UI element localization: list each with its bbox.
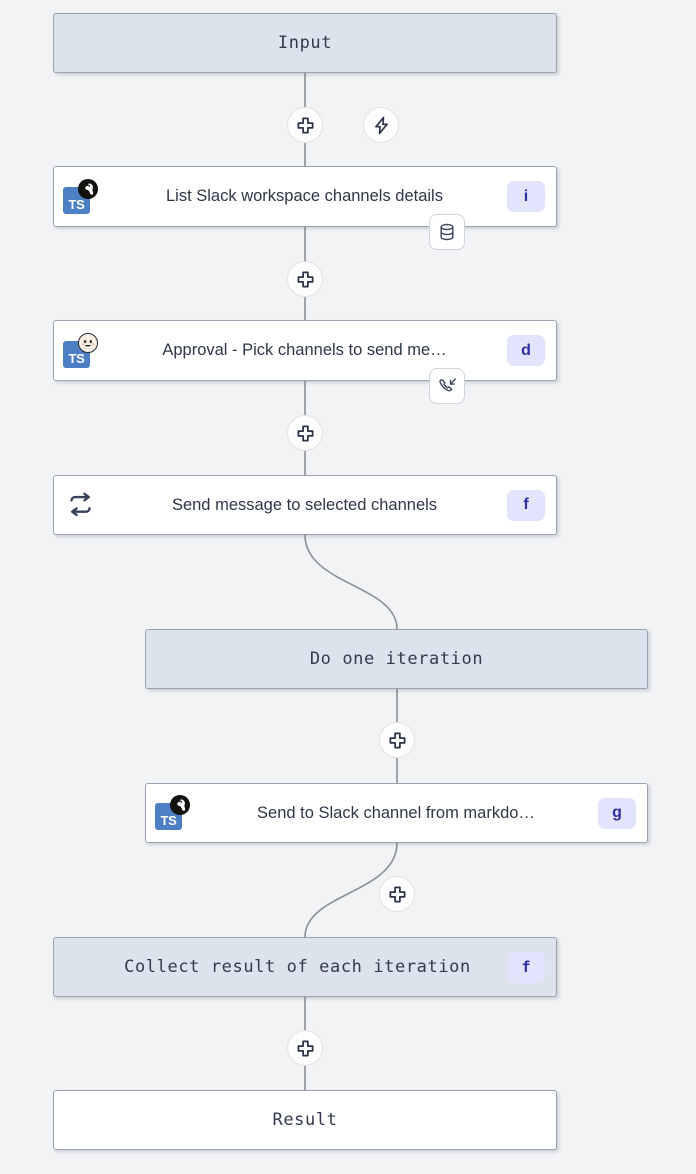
bun-glyph — [79, 334, 97, 351]
node-send-message-lang-badge[interactable]: f — [507, 489, 545, 521]
plus-icon — [297, 117, 313, 133]
node-approval-lang-badge[interactable]: d — [507, 335, 545, 366]
plus-icon — [297, 271, 313, 287]
node-send-to-slack-label: Send to Slack channel from markdo… — [257, 803, 535, 822]
node-send-to-slack-icon-slot: TS — [146, 784, 198, 842]
add-step-button-5[interactable] — [379, 876, 415, 912]
database-badge[interactable] — [429, 214, 465, 250]
add-step-button-3[interactable] — [287, 415, 323, 451]
node-approval[interactable]: TS Approval - Pick channels to send me… — [53, 320, 557, 381]
node-approval-icon-slot: TS — [54, 321, 106, 380]
node-input-label: Input — [277, 33, 333, 53]
node-collect-result-label: Collect result of each iteration — [124, 957, 471, 977]
typescript-bun-icon: TS — [63, 332, 98, 368]
node-list-channels-lang-badge[interactable]: i — [507, 181, 545, 212]
typescript-deno-icon: TS — [155, 795, 190, 830]
incoming-call-icon — [438, 377, 456, 391]
node-collect-result-lang-badge[interactable]: f — [507, 951, 545, 983]
plus-icon — [297, 1040, 313, 1056]
node-do-one-iteration-label: Do one iteration — [309, 649, 484, 669]
typescript-deno-icon: TS — [63, 178, 98, 214]
database-icon — [440, 223, 454, 241]
node-send-to-slack[interactable]: TS Send to Slack channel from markdo… g — [145, 783, 648, 843]
add-step-button-1[interactable] — [287, 107, 323, 143]
node-approval-label: Approval - Pick channels to send me… — [162, 341, 447, 359]
bun-icon — [78, 332, 98, 353]
node-list-channels[interactable]: TS List Slack workspace channels details… — [53, 166, 557, 227]
node-send-to-slack-lang-badge[interactable]: g — [598, 797, 636, 829]
node-send-message-label: Send message to selected channels — [171, 495, 438, 514]
deno-glyph — [170, 795, 190, 815]
plus-icon — [389, 886, 405, 902]
node-list-channels-label: List Slack workspace channels details — [166, 187, 443, 205]
add-step-button-4[interactable] — [379, 722, 415, 758]
plus-icon — [389, 732, 405, 748]
deno-glyph — [78, 179, 98, 198]
node-input[interactable]: Input — [53, 13, 557, 73]
typescript-icon-label: TS — [63, 186, 90, 214]
add-step-button-6[interactable] — [287, 1030, 323, 1066]
node-list-channels-icon-slot: TS — [54, 167, 106, 226]
deno-icon — [78, 178, 98, 199]
loop-icon — [69, 492, 91, 516]
incoming-call-badge[interactable] — [429, 368, 465, 404]
deno-icon — [170, 795, 190, 815]
node-send-message-icon-slot — [54, 476, 106, 534]
plus-icon — [297, 425, 313, 441]
node-collect-result[interactable]: Collect result of each iteration f — [53, 937, 557, 997]
add-trigger-button[interactable] — [363, 107, 399, 143]
add-step-button-2[interactable] — [287, 261, 323, 297]
node-send-message[interactable]: Send message to selected channels f — [53, 475, 557, 535]
node-do-one-iteration[interactable]: Do one iteration — [145, 629, 648, 689]
node-result-label: Result — [272, 1110, 338, 1130]
lightning-icon — [374, 116, 388, 134]
node-result[interactable]: Result — [53, 1090, 557, 1150]
